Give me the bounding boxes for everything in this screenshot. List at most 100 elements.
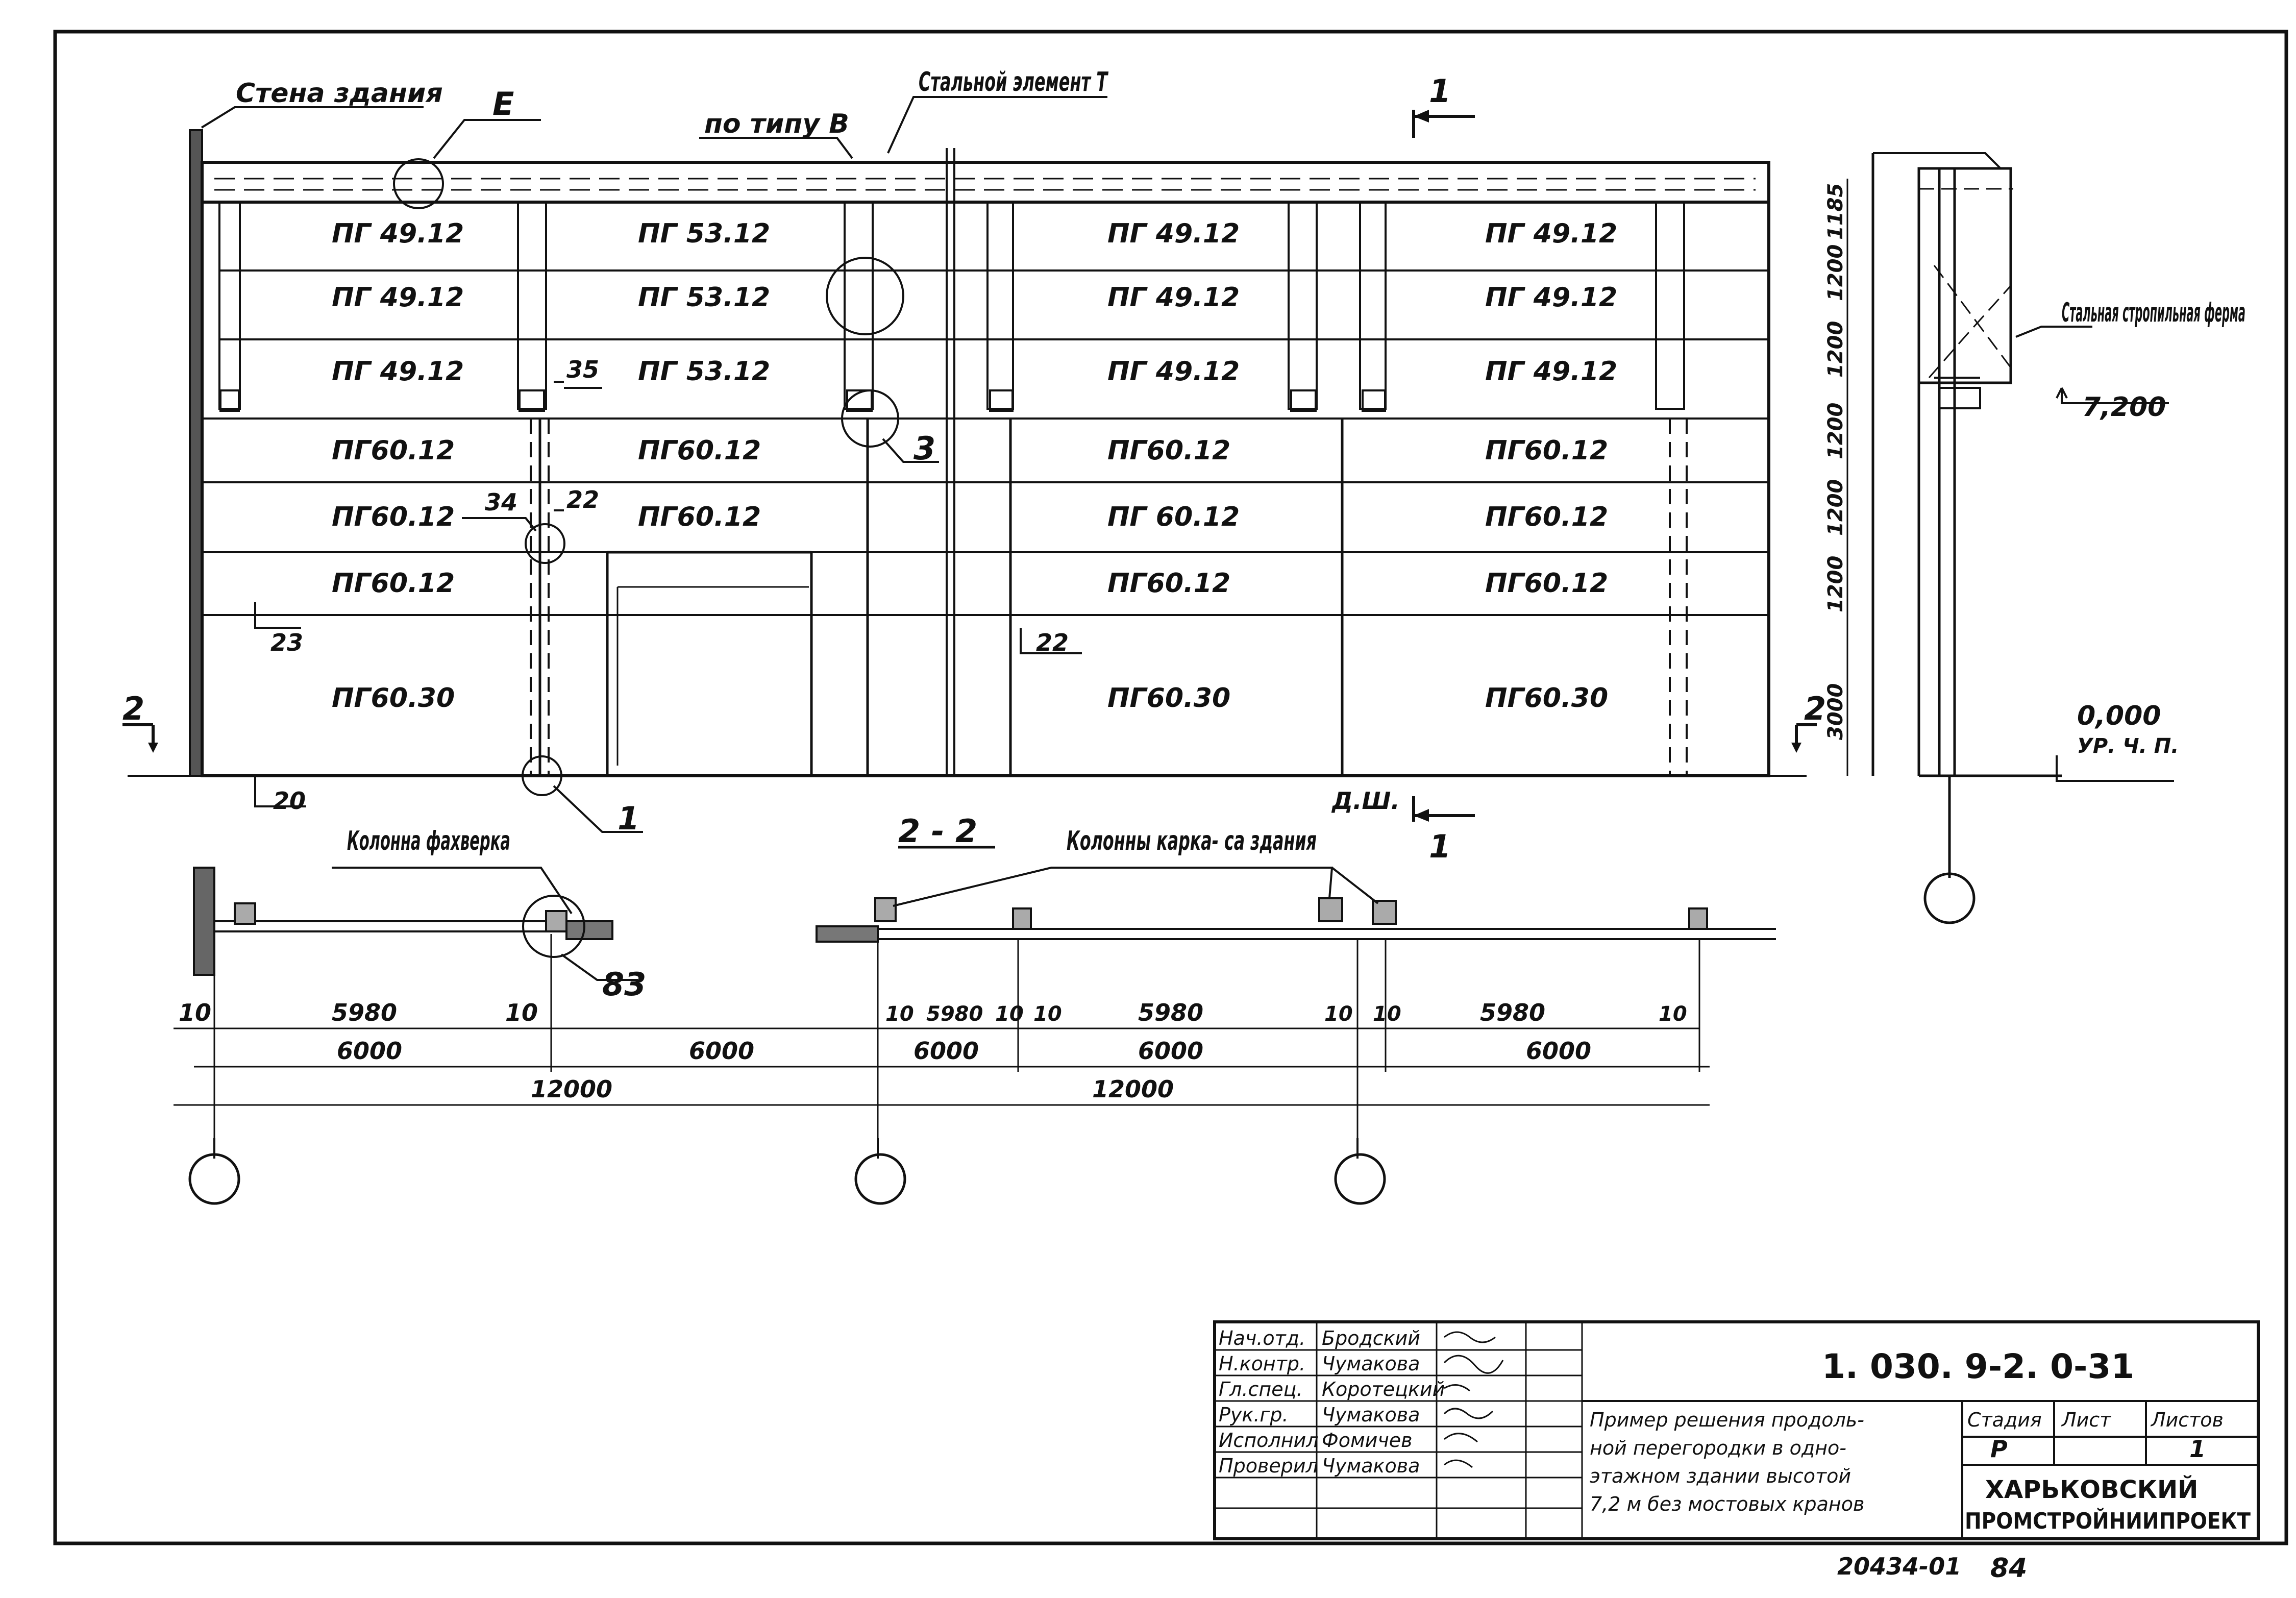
panel-r5c3: ПГ 60.12 [1107, 502, 1240, 532]
section-1-1: Стальная стропильная ферма 7,200 0,000 У… [1824, 152, 2245, 924]
building-wall [189, 129, 203, 777]
panel-r5c4: ПГ60.12 [1485, 502, 1608, 532]
drawing-code: 1. 030. 9-2. 0-31 [1822, 1347, 2134, 1386]
sig-name-2: Чумакова [1322, 1353, 1420, 1375]
panel-r1c4: ПГ 49.12 [1485, 218, 1617, 249]
title-block [1213, 1320, 2260, 1540]
sig-name-3: Коротецкий [1322, 1378, 1445, 1400]
vdim-5: 1200 [1824, 321, 1847, 378]
dim-rb2-a: 10 [1373, 1002, 1401, 1026]
panel-r2c1: ПГ 49.12 [332, 282, 464, 313]
panel-r7c1: ПГ60.30 [332, 683, 455, 714]
mark-22a: 22 [566, 486, 599, 513]
panel-r7c4: ПГ60.30 [1485, 683, 1608, 714]
dim-rs-span: 6000 [914, 1037, 979, 1065]
panel-r2c3: ПГ 49.12 [1107, 282, 1240, 313]
desc-line-2: ной перегородки в одно- [1590, 1437, 1846, 1459]
vdim-3: 1200 [1824, 479, 1847, 536]
panel-r4c3: ПГ60.12 [1107, 435, 1230, 466]
panel-r3c4: ПГ 49.12 [1485, 356, 1617, 387]
archive-number: 20434-01 [1837, 1553, 1961, 1580]
dim-middle: 6000 [689, 1037, 754, 1065]
sig-role-6: Проверил [1219, 1455, 1318, 1477]
sheet-head: Лист [2061, 1409, 2112, 1431]
dim-rb1-c: 10 [1324, 1002, 1353, 1026]
dim-rb2-c: 10 [1659, 1002, 1687, 1026]
org-line-2: ПРОМСТРОЙНИИПРОЕКТ [1965, 1507, 2251, 1534]
node-34-circle [525, 523, 565, 564]
dim-rs-c: 10 [995, 1002, 1024, 1026]
panel-r1c1: ПГ 49.12 [332, 218, 464, 249]
sheet-frame [53, 30, 2288, 1545]
panel-r3c1: ПГ 49.12 [332, 356, 464, 387]
panel-r4c4: ПГ60.12 [1485, 435, 1608, 466]
page-number: 84 [1990, 1553, 2027, 1584]
section-1-top: 1 [1429, 72, 1451, 110]
label-steel-truss: Стальная стропильная ферма [2062, 298, 2245, 328]
sig-role-5: Исполнил [1219, 1429, 1319, 1452]
floor-label: УР. Ч. П. [2077, 734, 2179, 758]
mark-35: 35 [566, 356, 599, 383]
vdim-6: 1200 [1824, 244, 1847, 301]
desc-line-1: Пример решения продоль- [1590, 1409, 1864, 1431]
elevation [122, 96, 1817, 833]
level-top: 7,200 [2082, 392, 2166, 423]
vertical-dims: 3000 1200 1200 1200 1200 1200 1185 [1824, 183, 1847, 740]
level-zero: 0,000 [2077, 701, 2161, 731]
sig-name-4: Чумакова [1322, 1404, 1420, 1426]
dim-left-c: 10 [505, 999, 538, 1026]
panel-r3c3: ПГ 49.12 [1107, 356, 1240, 387]
panel-r1c2: ПГ 53.12 [638, 218, 770, 249]
section-2-left: 2 [122, 690, 144, 727]
sig-role-1: Нач.отд. [1219, 1327, 1305, 1349]
panel-r1c3: ПГ 49.12 [1107, 218, 1240, 249]
node-1-circle [522, 755, 562, 796]
section-2-right: 2 [1804, 690, 1826, 727]
vdim-4: 1200 [1824, 403, 1847, 459]
mark-1: 1 [618, 800, 639, 837]
sig-name-6: Чумакова [1322, 1455, 1420, 1477]
mark-34: 34 [485, 488, 517, 516]
dim-rs-b: 5980 [926, 1002, 983, 1026]
detail-e-circle [393, 158, 444, 209]
panel-r2c4: ПГ 49.12 [1485, 282, 1617, 313]
dim-left-a: 10 [179, 999, 211, 1026]
desc-line-3: этажном здании высотой [1590, 1465, 1851, 1487]
section-22-title: 2 - 2 [898, 813, 977, 850]
panel-r4c1: ПГ60.12 [332, 435, 455, 466]
panel-r5c2: ПГ60.12 [638, 502, 761, 532]
dim-total-right: 12000 [1092, 1075, 1174, 1103]
panel-r6c1: ПГ60.12 [332, 568, 455, 599]
sig-role-2: Н.контр. [1219, 1353, 1305, 1375]
section-1-bottom: 1 [1429, 828, 1451, 865]
roof-slab [201, 161, 1770, 204]
axis-circle-section [1923, 872, 1976, 924]
label-ds: Д.Ш. [1331, 787, 1400, 815]
panel-r5c1: ПГ60.12 [332, 502, 455, 532]
mark-3: 3 [914, 430, 935, 467]
stage-head: Стадия [1967, 1409, 2042, 1431]
dim-left-b: 5980 [332, 999, 397, 1026]
sig-name-5: Фомичев [1322, 1429, 1413, 1452]
panel-labels: ПГ 49.12 ПГ 53.12 ПГ 49.12 ПГ 49.12 ПГ 4… [332, 218, 1617, 714]
detail-t-circle [826, 257, 904, 335]
vdim-2: 1200 [1824, 556, 1847, 612]
title-block-text: Нач.отд. Бродский Н.контр. Чумакова Гл.с… [1219, 1327, 2251, 1584]
plan [174, 846, 1776, 1205]
dim-rb2-b: 5980 [1480, 999, 1545, 1026]
dim-rb1-b: 5980 [1138, 999, 1203, 1026]
label-column-fachwerk: Колонна фахверка [347, 826, 510, 856]
sig-role-4: Рук.гр. [1219, 1404, 1289, 1426]
axis-circle-3 [1334, 1153, 1386, 1205]
stage-value: Р [1990, 1435, 2008, 1463]
mark-22b: 22 [1036, 629, 1069, 656]
label-detail-e: Е [492, 85, 514, 122]
mark-23: 23 [270, 629, 303, 656]
plan-labels: Колонна фахверка 2 - 2 Колонны карка- са… [179, 813, 1687, 1103]
vdim-1: 3000 [1824, 683, 1847, 740]
sig-name-1: Бродский [1322, 1327, 1420, 1349]
label-wall: Стена здания [236, 78, 443, 109]
dim-rb1-a: 10 [1033, 1002, 1062, 1026]
panel-r4c2: ПГ60.12 [638, 435, 761, 466]
axis-circle-2 [854, 1153, 906, 1205]
